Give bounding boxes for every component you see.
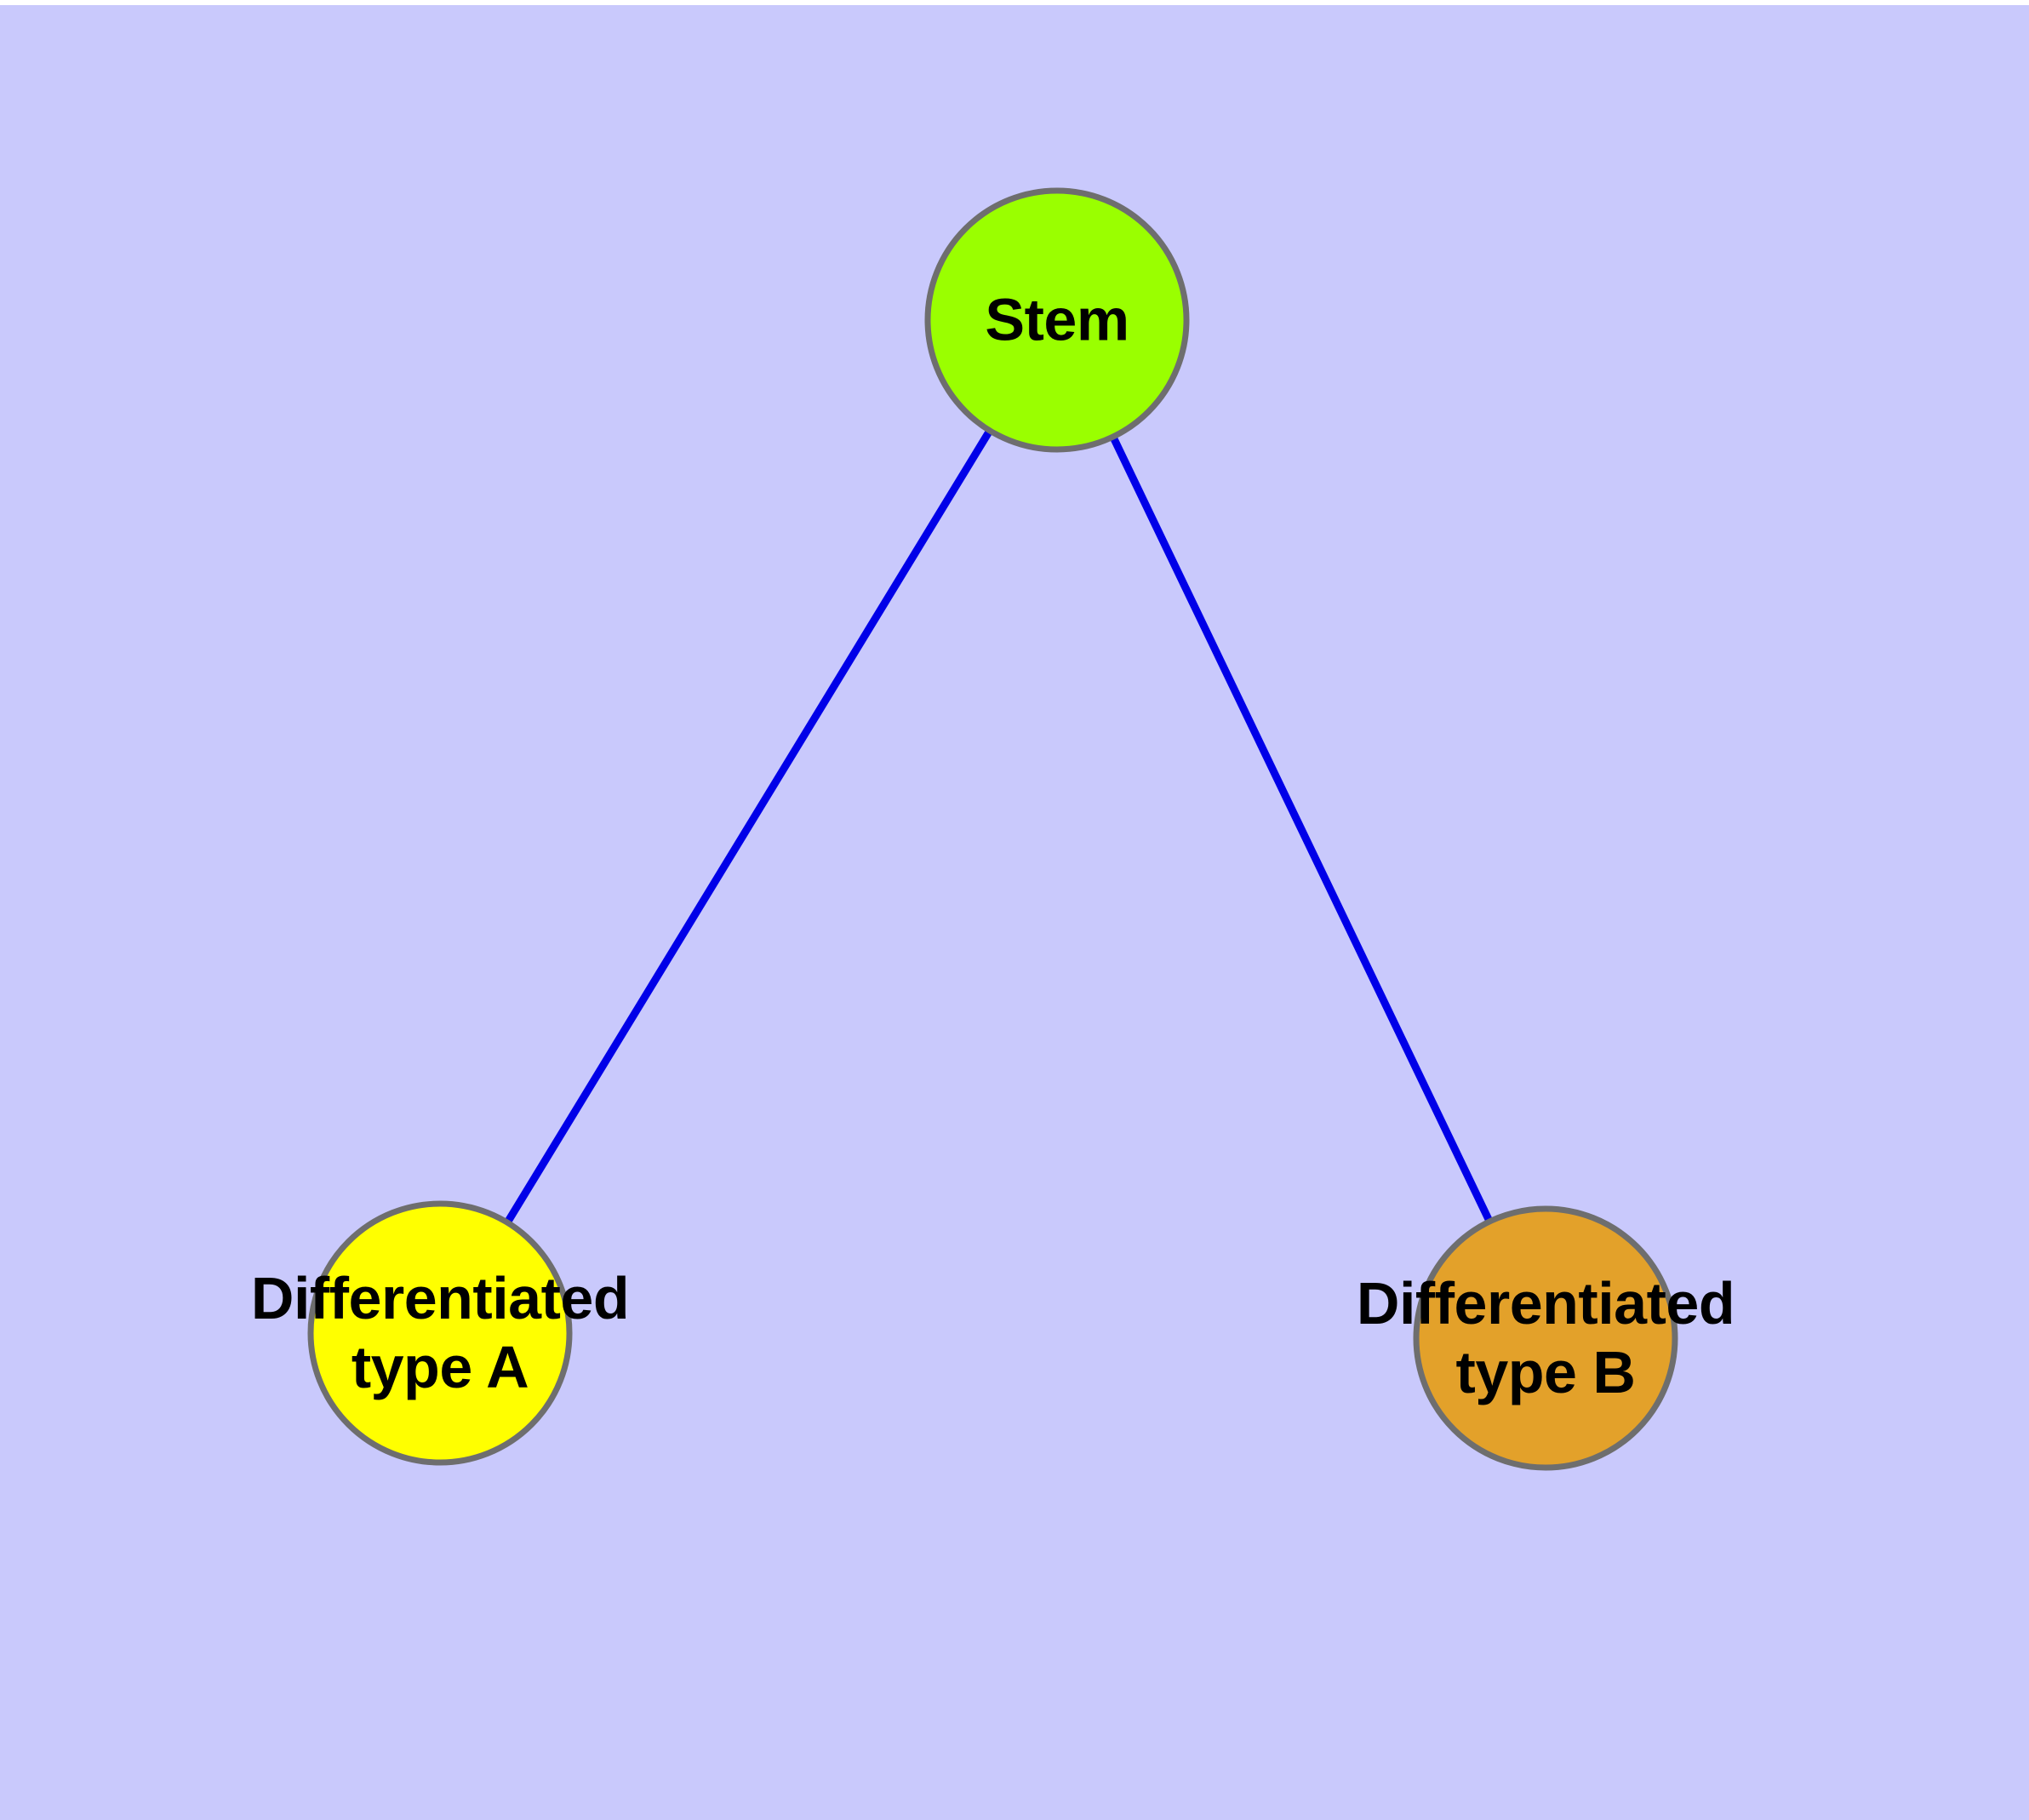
node-layer <box>307 187 1678 1471</box>
edge-stem-to-differentiated-type-a[interactable] <box>437 318 1060 1336</box>
node-differentiated-type-a[interactable] <box>307 1200 573 1466</box>
node-stem[interactable] <box>924 187 1190 453</box>
edge-stem-to-differentiated-type-b[interactable] <box>1053 318 1550 1340</box>
node-differentiated-type-b[interactable] <box>1413 1205 1678 1471</box>
edge-layer <box>437 318 1550 1340</box>
